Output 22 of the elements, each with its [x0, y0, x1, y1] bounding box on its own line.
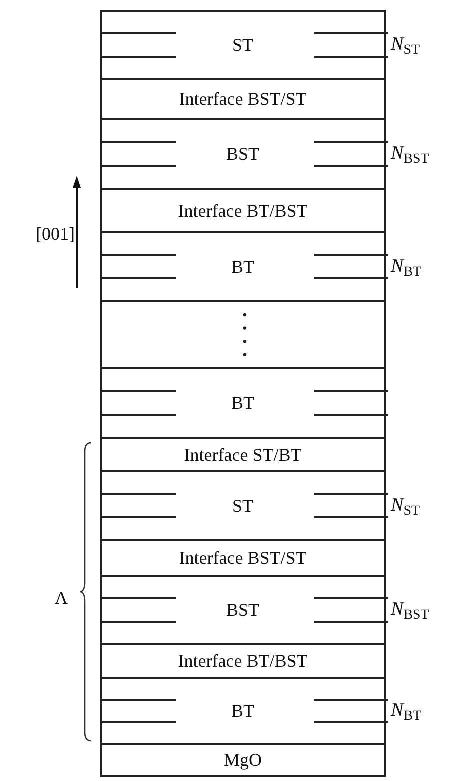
layer-count-label: N$_{ST}$ — [391, 34, 420, 60]
layer-band — [100, 300, 386, 369]
layer-count-label: N$_{BT}$ — [391, 700, 422, 726]
layer-band — [100, 118, 386, 190]
layer-band — [100, 188, 386, 233]
layer-count-label: N$_{BT}$ — [391, 256, 422, 282]
layer-band — [100, 437, 386, 472]
layer-count-label: N$_{ST}$ — [391, 495, 420, 521]
layer-band — [100, 78, 386, 120]
layer-band — [100, 539, 386, 577]
layer-band — [100, 643, 386, 679]
period-label: Λ — [55, 588, 68, 608]
layer-band — [100, 677, 386, 745]
layer-count-label: N$_{BST}$ — [391, 143, 430, 169]
axis-label: [001] — [36, 224, 75, 244]
layer-band — [100, 575, 386, 645]
layer-band — [100, 470, 386, 541]
layer-band — [100, 231, 386, 302]
layer-band — [100, 743, 386, 777]
layer-count-label: N$_{BST}$ — [391, 599, 430, 625]
layer-band — [100, 10, 386, 80]
layer-band — [100, 367, 386, 439]
